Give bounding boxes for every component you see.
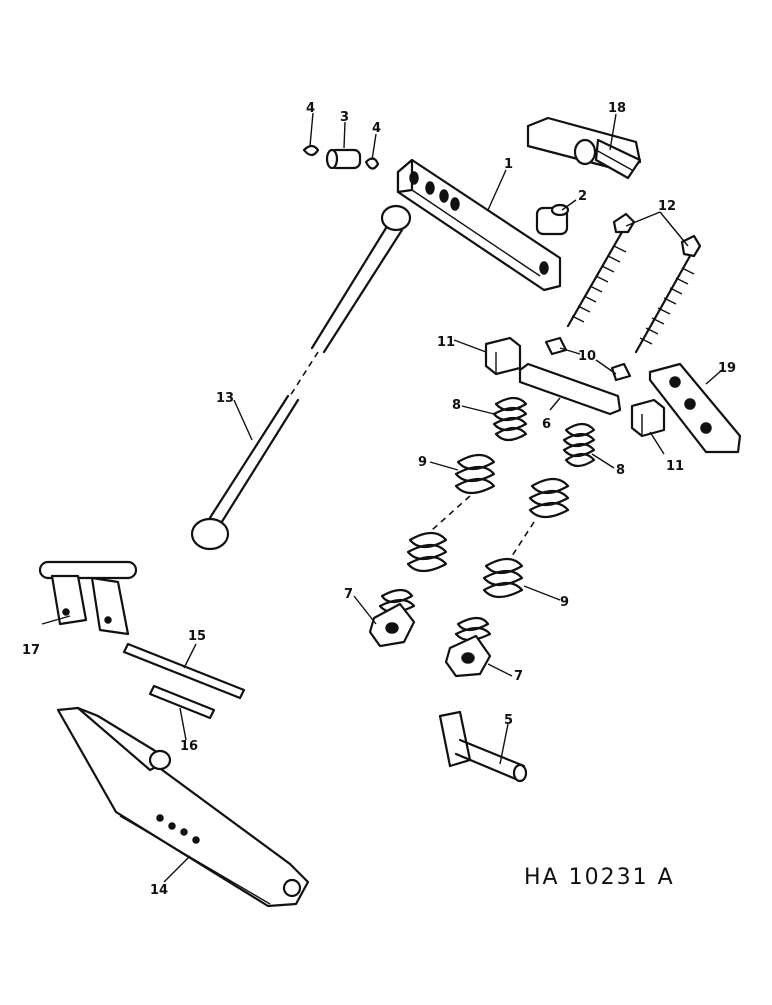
part-5-shaft xyxy=(438,710,528,783)
callout-14: 14 xyxy=(150,883,168,898)
callout-18: 18 xyxy=(608,101,626,116)
callout-3: 3 xyxy=(340,110,349,125)
callout-8-right: 8 xyxy=(616,463,625,478)
part-7-seat-right xyxy=(444,616,492,678)
callout-6: 6 xyxy=(542,417,551,432)
callout-9-right: 9 xyxy=(560,595,569,610)
part-9-spring-right xyxy=(482,477,570,599)
callout-17: 17 xyxy=(22,643,40,658)
part-13-rod xyxy=(190,204,412,551)
part-15-pin xyxy=(122,642,246,700)
part-11-block-left xyxy=(484,336,522,376)
part-14-arm xyxy=(56,706,310,908)
part-10-nut-left xyxy=(544,336,568,356)
part-2-bushing xyxy=(535,203,570,236)
part-17-bracket xyxy=(38,560,138,636)
part-18-bracket xyxy=(526,116,642,180)
part-1-arm xyxy=(396,158,562,292)
part-12-bolt-left xyxy=(566,212,636,328)
part-9-spring-left xyxy=(406,453,496,573)
callout-11-right: 11 xyxy=(666,459,684,474)
part-6-bar xyxy=(518,362,622,416)
callout-2: 2 xyxy=(578,189,587,204)
part-4-clip-left xyxy=(302,144,320,157)
callout-8-left: 8 xyxy=(452,398,461,413)
callout-4-right: 4 xyxy=(372,121,381,136)
part-4-clip-right xyxy=(364,157,380,170)
callout-13: 13 xyxy=(216,391,234,406)
leader-lines xyxy=(41,112,723,883)
part-11-block-right xyxy=(630,398,666,438)
callout-19: 19 xyxy=(718,361,736,376)
part-7-seat-left xyxy=(368,588,416,648)
callout-9-left: 9 xyxy=(418,455,427,470)
callout-labels: 4 3 4 1 2 18 12 11 10 19 8 6 11 9 8 13 9… xyxy=(22,101,736,898)
part-3-pin xyxy=(325,148,362,170)
part-8-spring-left xyxy=(492,396,528,442)
callout-5: 5 xyxy=(504,713,513,728)
callout-7-left: 7 xyxy=(344,587,353,602)
callout-10: 10 xyxy=(578,349,596,364)
part-19-plate xyxy=(648,362,742,454)
part-10-nut-right xyxy=(610,362,632,382)
callout-4-left: 4 xyxy=(306,101,315,116)
callout-1: 1 xyxy=(504,157,513,172)
callout-12: 12 xyxy=(658,199,676,214)
part-12-bolt-right xyxy=(634,234,702,354)
callout-15: 15 xyxy=(188,629,206,644)
callout-16: 16 xyxy=(180,739,198,754)
part-16-pin xyxy=(148,684,216,720)
part-8-spring-right xyxy=(562,422,596,468)
reference-code: HA 10231 A xyxy=(524,865,675,890)
callout-7-right: 7 xyxy=(514,669,523,684)
callout-11-left: 11 xyxy=(437,335,455,350)
